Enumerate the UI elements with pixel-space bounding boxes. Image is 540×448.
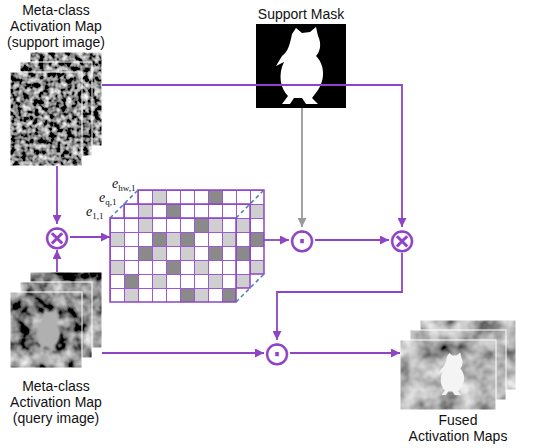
operator-node: ⊗: [44, 224, 70, 250]
depth-lines: [110, 190, 264, 302]
owl-activation: [438, 353, 464, 395]
flow-arrow: [315, 239, 389, 241]
operator-symbol: ⊗: [388, 227, 417, 253]
image-caption: Support Mask: [251, 6, 352, 22]
flow-arrow: [102, 85, 402, 227]
activation-map: [400, 340, 496, 410]
operator-node: ⊗: [389, 227, 415, 253]
image-caption: Fused Activation Maps: [408, 412, 509, 444]
image-node: Support Mask: [256, 24, 346, 108]
operator-symbol: ⊗: [43, 224, 72, 250]
fused-activation-stack: [400, 320, 516, 410]
flow-arrow: [264, 239, 289, 241]
flow-arrow: [290, 352, 400, 354]
light-cells: [110, 218, 236, 302]
support-activation-stack: [10, 52, 102, 166]
flow-arrow: [301, 108, 303, 227]
grid-lines: [110, 218, 236, 302]
image-node: Meta-class Activation Map (support image…: [10, 52, 102, 166]
flow-arrow: [277, 253, 402, 340]
owl-silhouette: [276, 27, 323, 104]
map-border: [10, 292, 82, 368]
image-caption: Meta-class Activation Map (query image): [6, 378, 107, 426]
operator-node: ⊙: [264, 340, 290, 366]
operator-node: ⊙: [289, 227, 315, 253]
map-border: [10, 72, 82, 166]
correlation-tensor: [110, 190, 264, 302]
tensor-node: ehw,1eq,1e1,1: [110, 190, 264, 302]
vector-label: e1,1: [86, 205, 103, 223]
operator-symbol: ⊙: [263, 340, 292, 366]
activation-map: [10, 292, 82, 368]
map-border: [400, 340, 496, 410]
flow-arrow: [70, 236, 110, 238]
query-activation-stack: [10, 272, 102, 368]
support-mask-image: [256, 24, 346, 108]
tensor-layer: [110, 218, 236, 302]
image-node: Fused Activation Maps: [400, 320, 516, 410]
owl-activation: [34, 309, 60, 351]
operator-symbol: ⊙: [288, 227, 317, 253]
flow-arrow: [56, 250, 58, 272]
image-node: Meta-class Activation Map (query image): [10, 272, 102, 368]
activation-map: [10, 72, 82, 166]
vector-label: eq,1: [99, 191, 116, 209]
image-caption: Meta-class Activation Map (support image…: [6, 2, 107, 50]
flow-arrow: [102, 352, 264, 354]
mask-background: [256, 24, 346, 108]
layer-outline: [110, 218, 236, 302]
flow-arrow: [56, 166, 58, 224]
vector-label: ehw,1: [112, 177, 135, 195]
